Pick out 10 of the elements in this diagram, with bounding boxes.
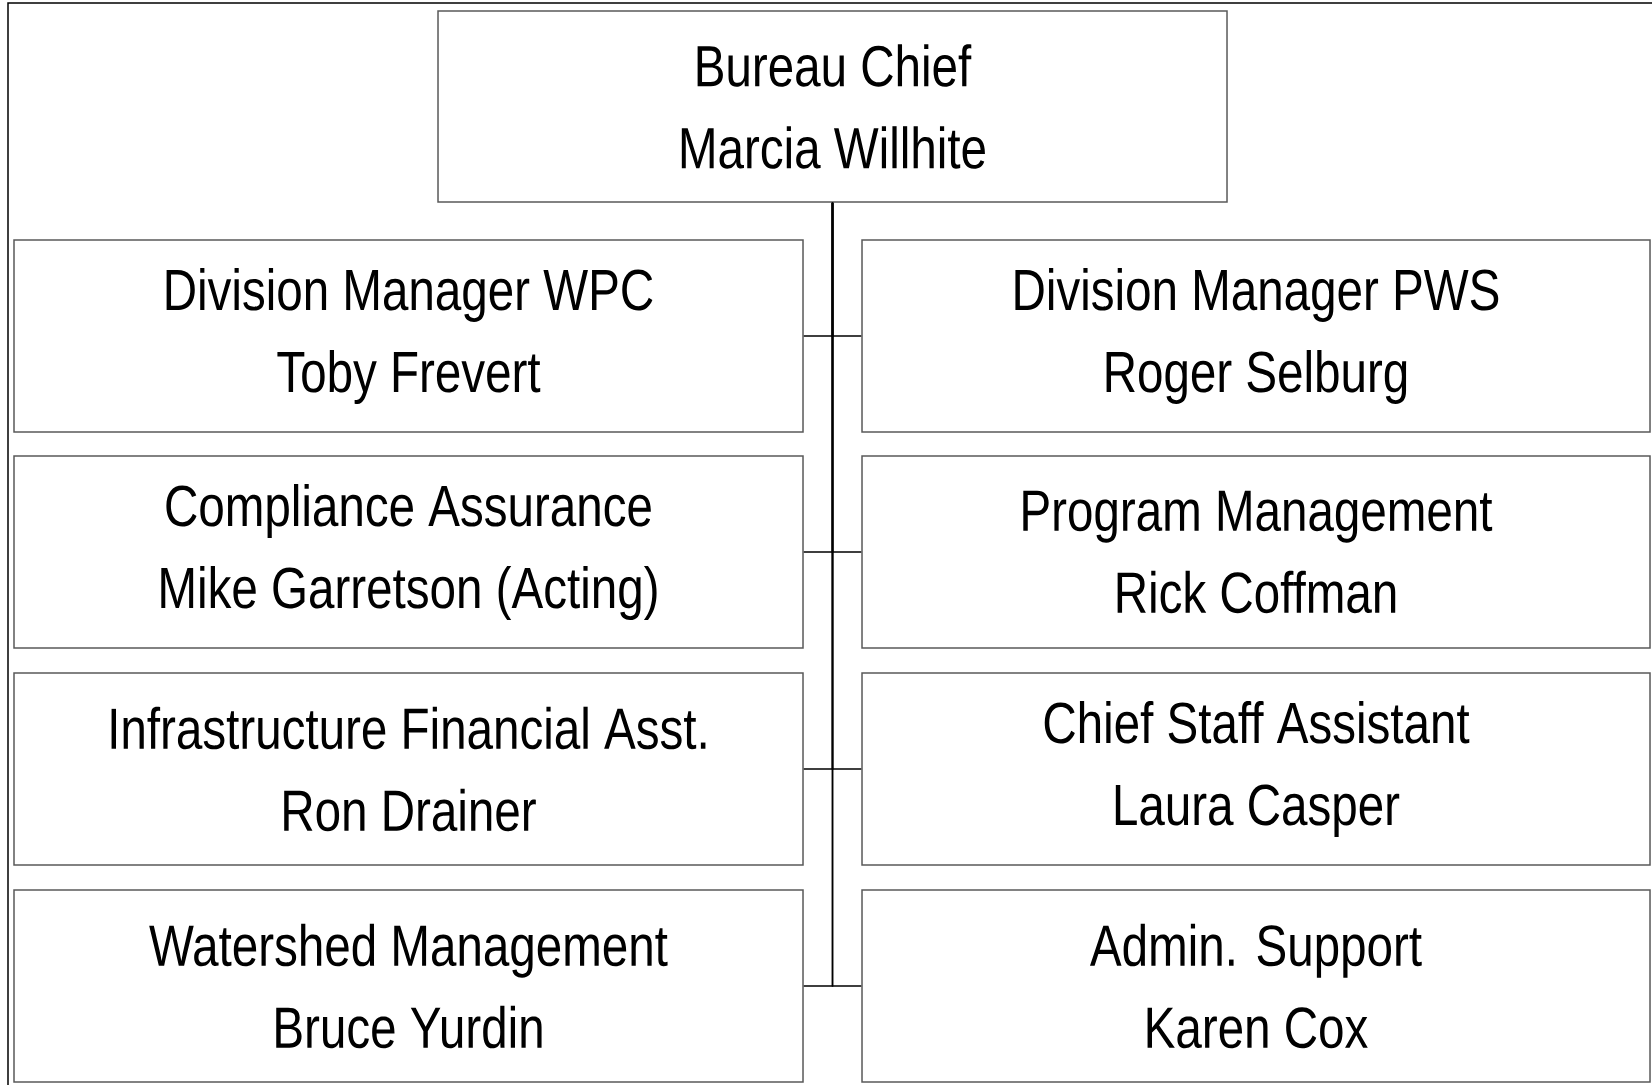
org-box: Watershed Management Bruce Yurdin	[13, 889, 804, 1083]
org-box: Chief Staff Assistant Laura Casper	[861, 672, 1651, 866]
org-box: Infrastructure Financial Asst. Ron Drainer	[13, 672, 804, 866]
org-box: Admin. Support Karen Cox	[861, 889, 1651, 1083]
org-box: Division Manager PWS Roger Selburg	[861, 239, 1651, 433]
connector-line	[831, 202, 862, 987]
org-box: Bureau Chief Marcia Willhite	[437, 10, 1228, 203]
org-box: Compliance Assurance Mike Garretson (Acting)	[13, 455, 804, 649]
org-box: Program Management Rick Coffman	[861, 455, 1651, 649]
org-box: Division Manager WPC Toby Frevert	[13, 239, 804, 433]
